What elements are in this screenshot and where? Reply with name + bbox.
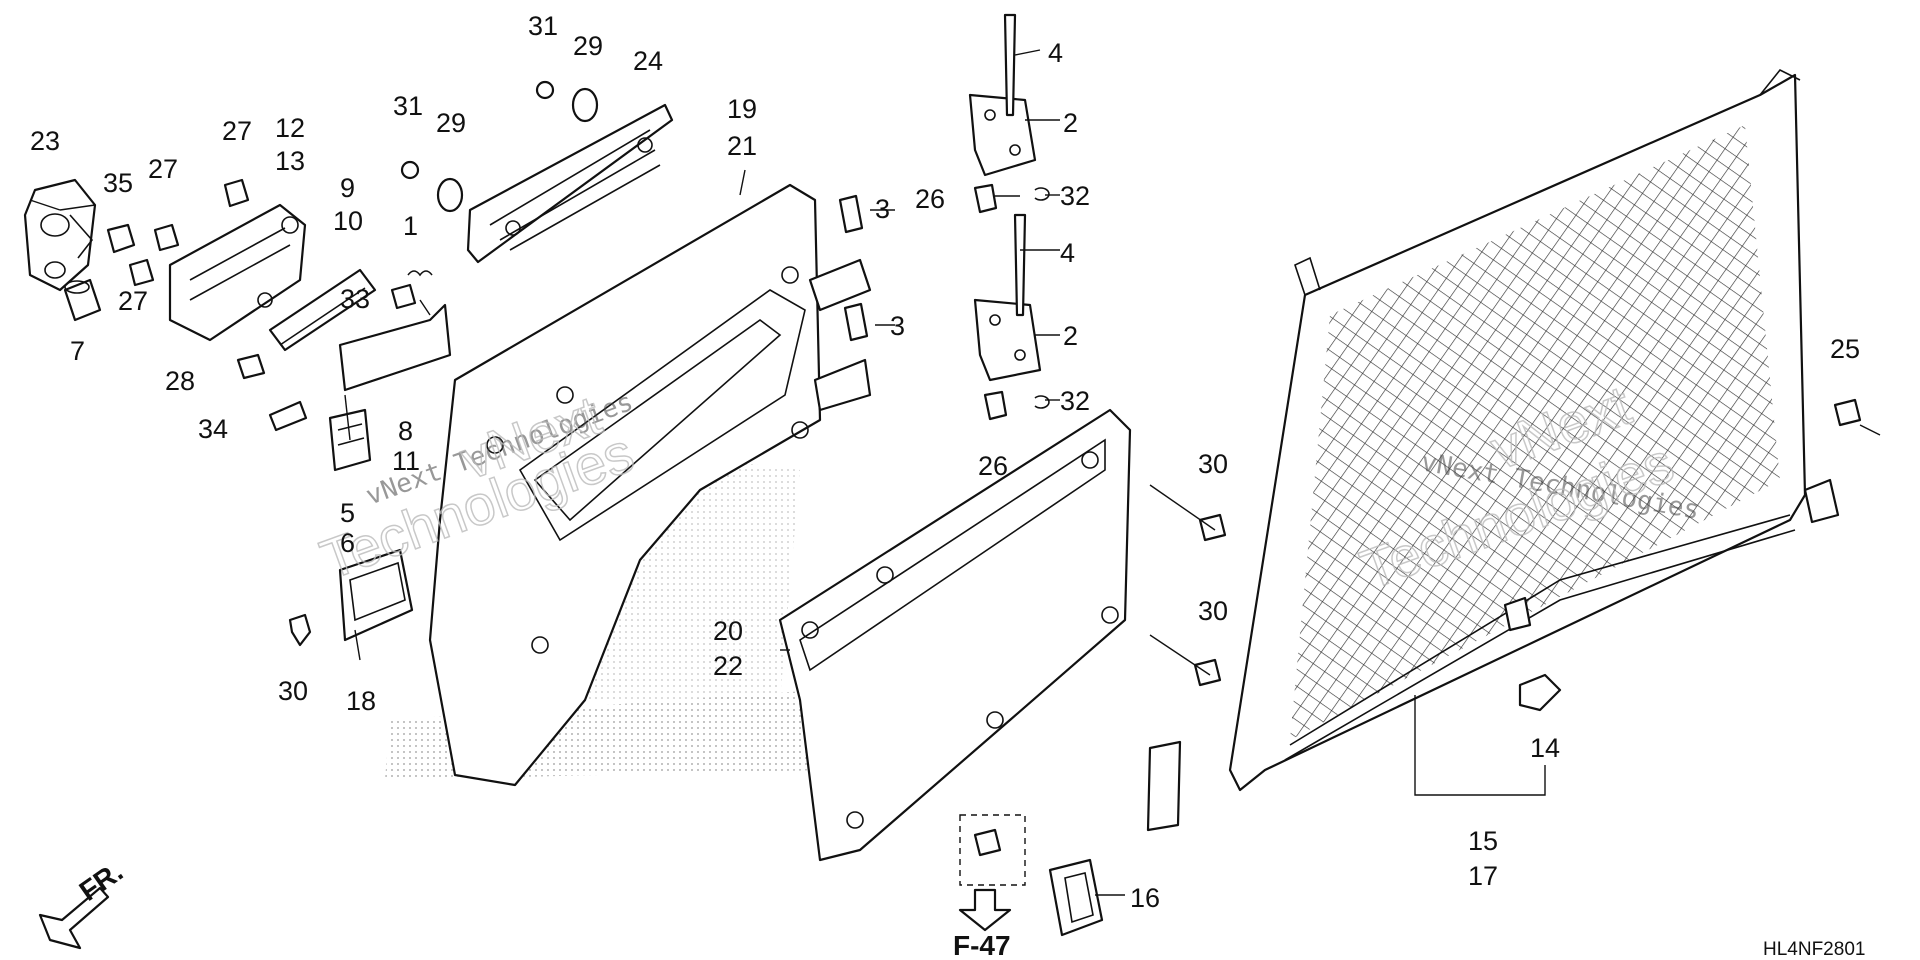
label-27c: 27 — [118, 286, 148, 316]
label-22: 22 — [713, 651, 743, 681]
label-14: 14 — [1530, 733, 1560, 763]
label-27a: 27 — [222, 116, 252, 146]
label-5: 5 — [340, 498, 355, 528]
label-19: 19 — [727, 94, 757, 124]
part-labels: 23 35 7 27 27 27 12 13 9 10 1 33 28 34 8… — [30, 11, 1860, 913]
nut-part-31b — [400, 160, 420, 180]
hinge-upper-part — [808, 258, 872, 312]
reference-f47: F-47 — [953, 930, 1011, 960]
hinge-pin-part-4b — [1013, 213, 1027, 317]
clip-part-30c — [288, 613, 312, 647]
outer-handle-part-9 — [268, 268, 377, 352]
label-16: 16 — [1130, 883, 1160, 913]
clip-part-32a — [1034, 187, 1050, 201]
label-32b: 32 — [1060, 386, 1090, 416]
bolt-part-26b — [983, 390, 1008, 421]
hinge-lower-part — [813, 358, 872, 412]
label-33: 33 — [340, 284, 370, 314]
inner-handle-housing-part-12 — [168, 203, 307, 342]
nut-part-31a — [535, 80, 555, 100]
label-9: 9 — [340, 173, 355, 203]
label-23: 23 — [30, 126, 60, 156]
leader-lines — [29, 49, 1881, 896]
label-21: 21 — [727, 131, 757, 161]
label-34: 34 — [198, 414, 228, 444]
door-pocket-part-18 — [338, 548, 414, 642]
bolt-part-35 — [106, 223, 136, 254]
diagram-code: HL4NF2801 — [1763, 939, 1865, 960]
label-2b: 2 — [1063, 321, 1078, 351]
bracket-part-8 — [338, 303, 452, 392]
label-26b: 26 — [978, 451, 1008, 481]
clip-part-32b — [1034, 395, 1050, 409]
label-1: 1 — [403, 211, 418, 241]
door-striker-plate-part-23 — [23, 178, 97, 292]
bolt-part-28 — [236, 353, 266, 380]
pin-part-3a — [838, 194, 864, 234]
label-15: 15 — [1468, 826, 1498, 856]
label-6: 6 — [340, 528, 355, 558]
f47-arrow — [958, 888, 1012, 932]
clip-part-14 — [1518, 673, 1562, 712]
label-10: 10 — [333, 206, 363, 236]
bolt-part-33 — [390, 283, 417, 310]
label-13: 13 — [275, 146, 305, 176]
pin-part-3b — [843, 302, 869, 342]
net-frame-part-15 — [1146, 68, 1840, 832]
grab-handle-part-16 — [1048, 858, 1104, 937]
front-label: FR. — [74, 856, 129, 907]
label-25: 25 — [1830, 334, 1860, 364]
label-30a: 30 — [1198, 449, 1228, 479]
hinge-bracket-part-2b — [973, 298, 1042, 382]
label-31a: 31 — [528, 11, 558, 41]
label-26a: 26 — [915, 184, 945, 214]
door-panel-part-19 — [428, 183, 822, 787]
label-11: 11 — [392, 446, 420, 476]
label-12: 12 — [275, 113, 305, 143]
label-24: 24 — [633, 46, 663, 76]
label-4b: 4 — [1060, 238, 1075, 268]
label-7: 7 — [70, 336, 85, 366]
hinge-bracket-part-2a — [968, 93, 1037, 177]
label-8: 8 — [398, 416, 413, 446]
rubber-stop-part-7 — [63, 278, 102, 322]
label-29a: 29 — [573, 31, 603, 61]
label-20: 20 — [713, 616, 743, 646]
label-17: 17 — [1468, 861, 1498, 891]
label-18: 18 — [346, 686, 376, 716]
grommet-part-29a — [571, 87, 599, 123]
label-32a: 32 — [1060, 181, 1090, 211]
lower-door-panel-part-20 — [778, 408, 1132, 862]
label-35: 35 — [103, 168, 133, 198]
label-27b: 27 — [148, 154, 178, 184]
bolt-part-27a — [223, 178, 250, 208]
bolt-part-26a — [973, 183, 998, 214]
label-3a: 3 — [875, 194, 890, 224]
f47-reference-box — [959, 814, 1026, 886]
hinge-pin-part-4a — [1003, 13, 1017, 117]
vent-grille-part-24 — [466, 103, 674, 264]
bolt-part-27c — [128, 258, 155, 287]
label-28: 28 — [165, 366, 195, 396]
label-2a: 2 — [1063, 108, 1078, 138]
label-30b: 30 — [1198, 596, 1228, 626]
bolt-part-27b — [153, 223, 180, 252]
bolt-part-34 — [268, 400, 308, 432]
front-direction-arrow — [38, 886, 110, 950]
label-30c: 30 — [278, 676, 308, 706]
clip-part-25 — [1833, 398, 1862, 427]
spring-part-1 — [407, 270, 433, 277]
label-4a: 4 — [1048, 38, 1063, 68]
label-29b: 29 — [436, 108, 466, 138]
label-31b: 31 — [393, 91, 423, 121]
grommet-part-29b — [436, 177, 464, 213]
label-3b: 3 — [890, 311, 905, 341]
